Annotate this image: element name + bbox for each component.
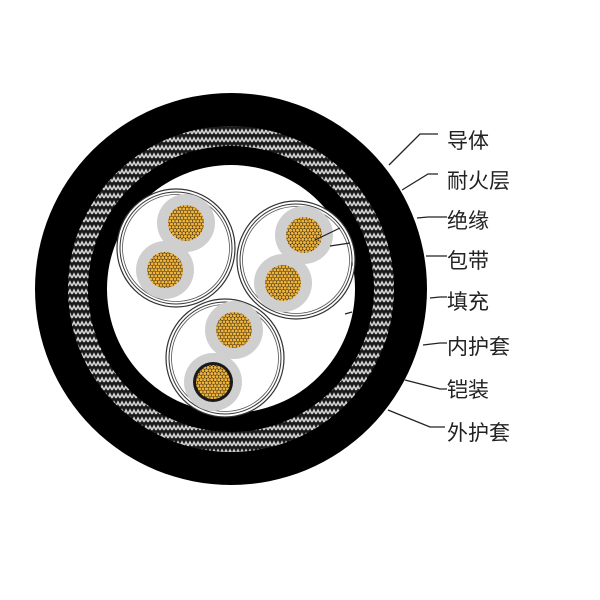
label-filler: 填充 xyxy=(447,290,489,314)
label-inner-sheath: 内护套 xyxy=(447,335,510,359)
conductor-core xyxy=(196,365,230,399)
leader-line-armor xyxy=(404,379,447,390)
label-armor: 铠装 xyxy=(447,378,489,402)
label-conductor: 导体 xyxy=(447,129,489,153)
conductor-core xyxy=(168,205,204,241)
leader-line-insulation xyxy=(416,216,447,219)
leader-line-filler xyxy=(429,296,447,299)
label-wrapping-tape: 包带 xyxy=(447,249,489,273)
conductor-core xyxy=(265,265,301,301)
cable-pair-c xyxy=(165,298,285,418)
conductor-core xyxy=(216,312,252,348)
leader-line-fire-resistant-layer xyxy=(401,173,438,191)
cable-pair-b xyxy=(236,200,356,320)
label-insulation: 绝缘 xyxy=(447,209,489,233)
label-fire-resistant-layer: 耐火层 xyxy=(447,169,510,193)
leader-line-inner-sheath xyxy=(422,342,447,346)
conductor-core xyxy=(147,252,183,288)
cable-pair-a xyxy=(116,188,236,308)
label-outer-sheath: 外护套 xyxy=(447,421,510,445)
conductor-core xyxy=(286,217,322,253)
leader-line-outer-sheath xyxy=(387,409,445,428)
leader-line-conductor xyxy=(388,133,438,166)
